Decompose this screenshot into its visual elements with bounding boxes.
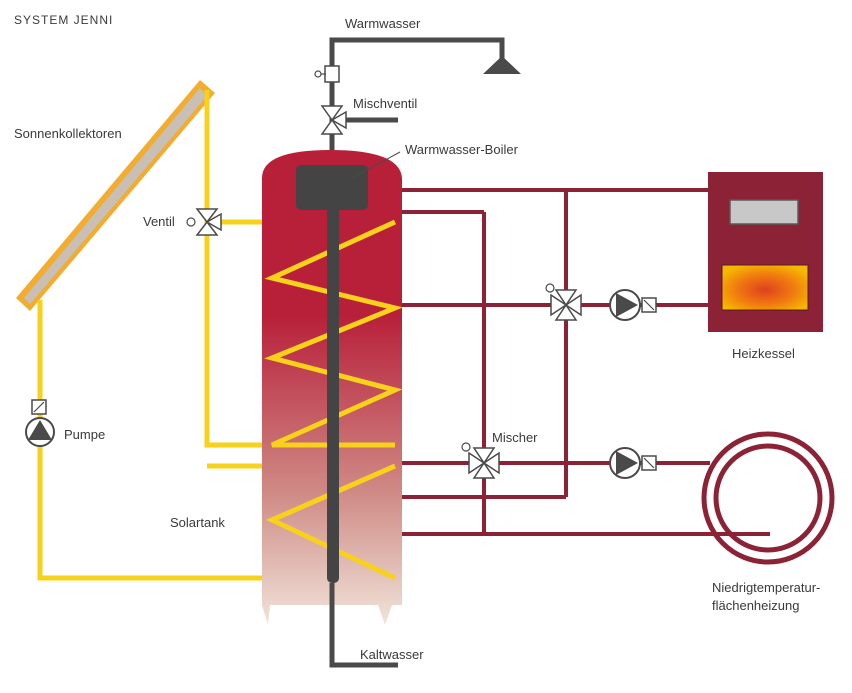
solar-collector [16,80,215,311]
label-ventil: Ventil [143,214,175,229]
warmwasser-boiler [296,165,368,210]
mischer-valve-icon[interactable] [461,442,500,479]
floor-heating-coil [701,431,835,565]
shower-icon [483,56,521,74]
label-kaltwasser: Kaltwasser [360,647,424,662]
heizkessel-pump[interactable] [609,289,657,321]
label-heizkessel: Heizkessel [732,346,795,361]
label-mischer: Mischer [492,430,538,445]
label-solartank: Solartank [170,515,225,530]
heizkessel-furnace [708,172,823,332]
boiler-rod [327,175,339,583]
label-warmwasser-boiler: Warmwasser-Boiler [405,142,519,157]
ventil-valve-icon[interactable] [186,208,222,236]
label-warmwasser: Warmwasser [345,16,421,31]
label-sonnenkollektoren: Sonnenkollektoren [14,126,122,141]
label-niedrig-line2: flächenheizung [712,598,799,613]
label-mischventil: Mischventil [353,96,417,111]
thermostat-valve-icon [314,65,340,83]
brand-title: SYSTEM JENNI [14,13,113,27]
mischventil-valve-icon[interactable] [320,105,347,135]
label-niedrig-line1: Niedrigtemperatur- [712,580,820,595]
label-pumpe: Pumpe [64,427,105,442]
floor-heating-pump[interactable] [609,447,657,479]
tank-coil [264,219,404,581]
boiler-leader-line [351,151,401,179]
coldwater-pipe [329,583,398,668]
heizkessel-mixer-icon[interactable] [545,283,582,321]
solar-pump[interactable] [25,399,55,447]
